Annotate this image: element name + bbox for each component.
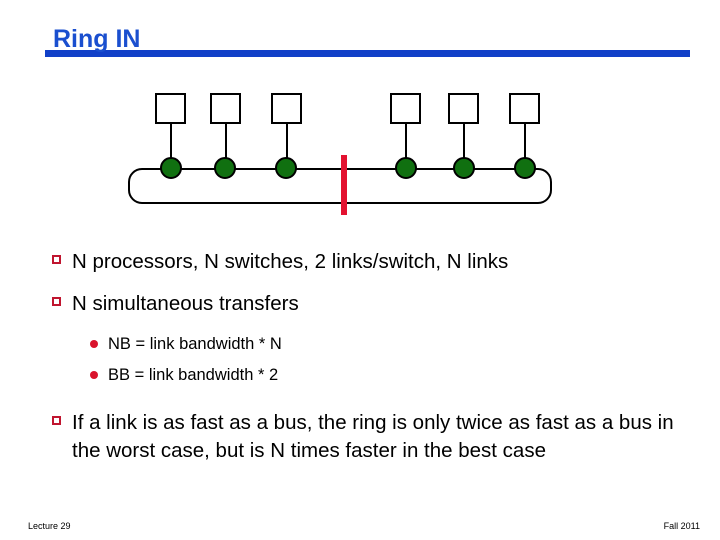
switch-node — [453, 157, 475, 179]
processor-box — [509, 93, 540, 124]
dot-bullet-icon — [90, 371, 98, 379]
switch-node — [160, 157, 182, 179]
square-bullet-icon — [52, 416, 61, 425]
bullet-item: N simultaneous transfers — [0, 290, 720, 318]
ring-network-diagram — [0, 0, 720, 240]
square-bullet-icon — [52, 255, 61, 264]
title-underline-rule — [45, 50, 690, 57]
processor-switch-link — [404, 124, 407, 162]
slide-content: N processors, N switches, 2 links/switch… — [0, 248, 720, 465]
sub-bullet-text: NB = link bandwidth * N — [108, 335, 282, 353]
switch-node — [275, 157, 297, 179]
processor-switch-link — [462, 124, 465, 162]
switch-node — [214, 157, 236, 179]
processor-switch-link — [285, 124, 288, 162]
processor-box — [390, 93, 421, 124]
processor-switch-link — [169, 124, 172, 162]
processor-switch-link — [523, 124, 526, 162]
bullet-text: If a link is as fast as a bus, the ring … — [72, 411, 674, 462]
processor-switch-link — [224, 124, 227, 162]
square-bullet-icon — [52, 297, 61, 306]
bullet-item: If a link is as fast as a bus, the ring … — [0, 409, 720, 465]
processor-box — [155, 93, 186, 124]
ring-link-path — [128, 168, 552, 204]
processor-box — [448, 93, 479, 124]
sub-bullet-item: NB = link bandwidth * N — [0, 332, 720, 356]
page-title: Ring IN — [53, 25, 141, 53]
processor-box — [271, 93, 302, 124]
switch-node — [514, 157, 536, 179]
bullet-text: N simultaneous transfers — [72, 292, 299, 315]
footer-term-label: Fall 2011 — [663, 521, 700, 531]
ring-break-marker — [341, 155, 347, 215]
dot-bullet-icon — [90, 340, 98, 348]
switch-node — [395, 157, 417, 179]
bullet-item: N processors, N switches, 2 links/switch… — [0, 248, 720, 276]
sub-bullet-text: BB = link bandwidth * 2 — [108, 366, 279, 384]
bullet-text: N processors, N switches, 2 links/switch… — [72, 250, 509, 273]
footer-lecture-label: Lecture 29 — [28, 521, 71, 531]
sub-bullet-item: BB = link bandwidth * 2 — [0, 363, 720, 387]
processor-box — [210, 93, 241, 124]
